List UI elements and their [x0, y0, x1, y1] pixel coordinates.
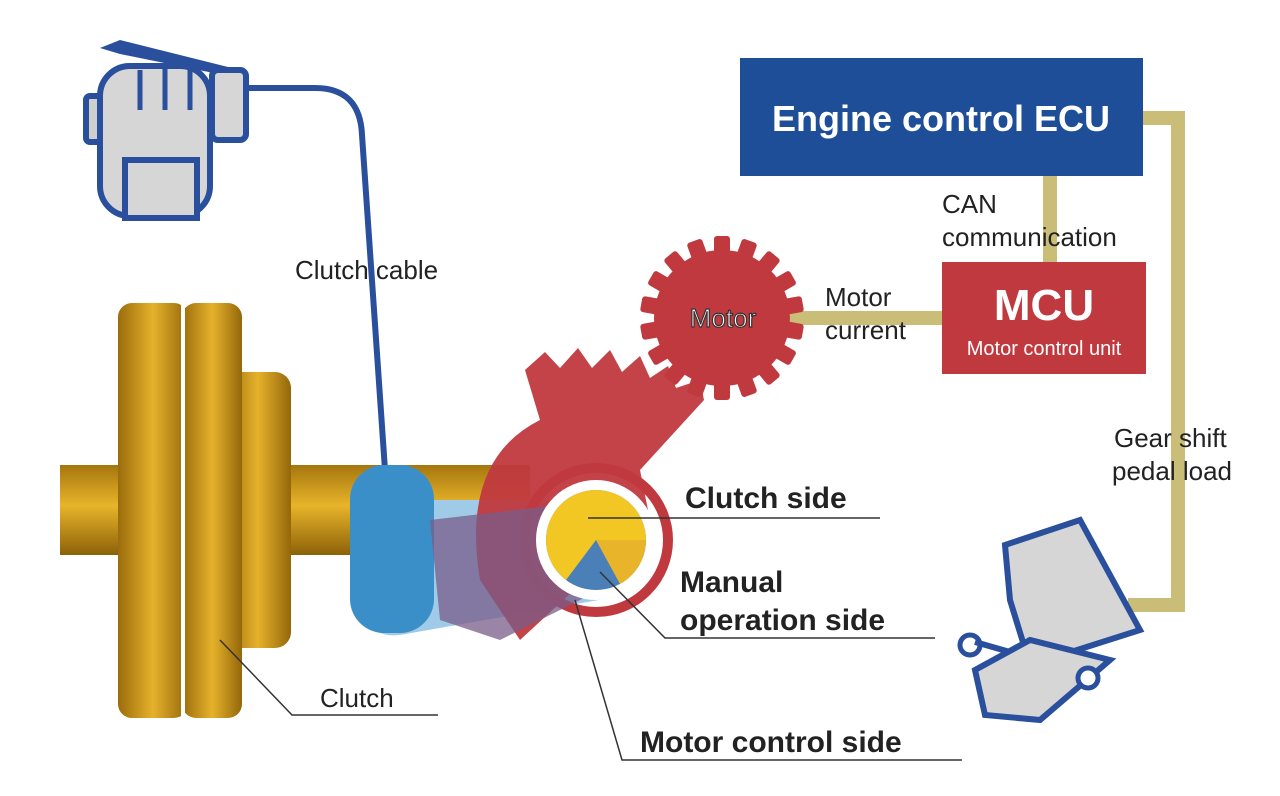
ecu-title: Engine control ECU: [772, 98, 1110, 139]
motor-gear-tooth: [780, 296, 804, 315]
can-label-line1: CAN: [942, 189, 997, 219]
motor-gear-tooth: [771, 271, 796, 294]
motor-gear-tooth: [687, 239, 709, 264]
position-indicator: [536, 480, 656, 600]
manual-side-leader: [599, 571, 935, 639]
hand-icon: [83, 40, 249, 221]
manual-side-label-line1: Manual: [680, 566, 783, 599]
motor-current-label-line1: Motor: [825, 282, 892, 312]
mcu-subtitle: Motor control unit: [967, 338, 1122, 360]
motor-gear-tooth: [640, 321, 664, 340]
clutch-disc-left: [118, 303, 188, 718]
can-label-line2: communication: [942, 222, 1117, 252]
motor-gear-tooth: [771, 342, 796, 365]
engine-control-ecu: Engine control ECU: [740, 58, 1143, 176]
clutch-leader: [219, 639, 438, 716]
motor-gear-tooth: [755, 251, 780, 276]
motor-gear-tooth: [664, 360, 689, 385]
motor-gear-tooth: [664, 251, 689, 276]
signal-lines: [790, 111, 1185, 612]
clutch-cable: [240, 85, 388, 471]
motor-gear-tooth: [780, 321, 804, 340]
motor-gear-tooth: [640, 296, 664, 315]
clutch-side-label: Clutch side: [685, 482, 847, 515]
ecu-to-pedal-line: [1128, 111, 1185, 612]
clutch-cable-label: Clutch cable: [295, 255, 438, 285]
manual-side-label-line2: operation side: [680, 604, 885, 637]
motor-control-leader: [574, 599, 962, 761]
motor-gear-tooth: [755, 360, 780, 385]
motor-gear: Motor: [640, 236, 804, 400]
motor-gear-tooth: [714, 236, 730, 258]
motor-gear-tooth: [687, 372, 709, 397]
motor-control-side-label: Motor control side: [640, 726, 902, 759]
motor-gear-tooth: [735, 239, 757, 264]
mcu-title: MCU: [994, 281, 1094, 330]
gear-shift-label-line1: Gear shift: [1114, 423, 1227, 453]
clutch-label: Clutch: [320, 683, 394, 713]
motor-current-label-line2: current: [825, 315, 907, 345]
motor-gear-tooth: [648, 342, 673, 365]
gear-shift-label-line2: pedal load: [1112, 456, 1232, 486]
gear-shift-pedal-icon: [957, 516, 1145, 724]
motor-gear-tooth: [648, 271, 673, 294]
motor-gear-tooth: [735, 372, 757, 397]
leader-lines: [219, 517, 962, 761]
motor-control-unit: MCU Motor control unit: [942, 262, 1146, 374]
motor-label: Motor: [690, 303, 757, 333]
motor-gear-tooth: [714, 378, 730, 400]
clutch-disc-right: [182, 303, 242, 718]
